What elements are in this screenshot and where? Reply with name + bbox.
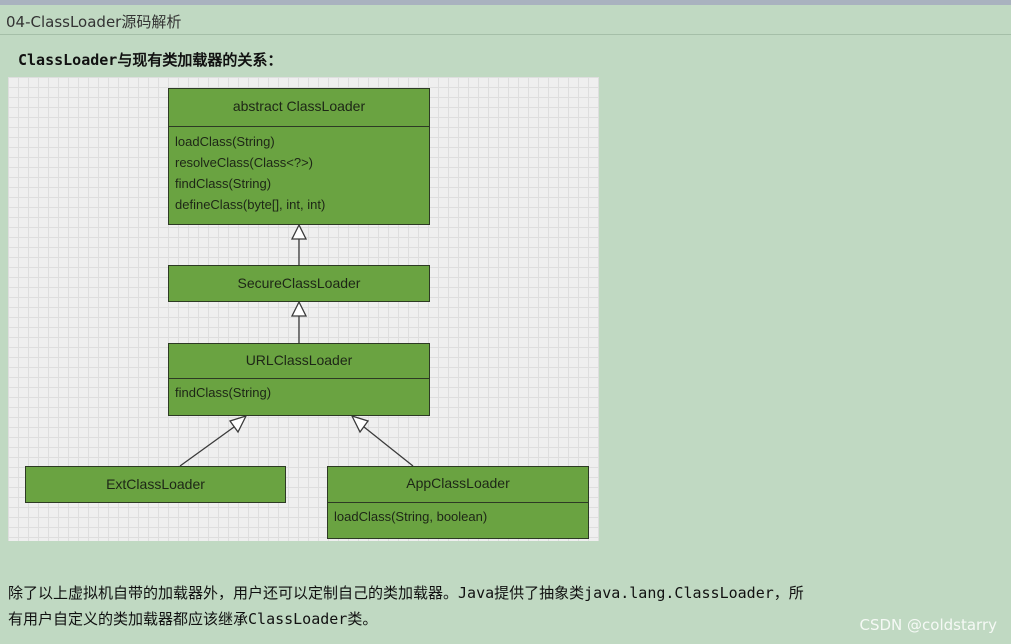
window-top-border xyxy=(0,0,1011,5)
class-name: AppClassLoader xyxy=(406,475,510,491)
method-item: loadClass(String, boolean) xyxy=(334,509,488,524)
inheritance-arrows xyxy=(179,223,414,467)
page-title: 04-ClassLoader源码解析 xyxy=(6,13,182,31)
class-box-secure-classloader: SecureClassLoader xyxy=(168,265,430,302)
class-name: abstract ClassLoader xyxy=(232,98,366,114)
method-item: findClass(String) xyxy=(175,385,272,400)
class-box-abstract-classloader: abstract ClassLoader loadClass(String) r… xyxy=(168,88,430,225)
class-box-app-classloader: AppClassLoader loadClass(String, boolean… xyxy=(327,466,589,539)
method-item: resolveClass(Class<?>) xyxy=(175,155,313,170)
description-line: 除了以上虚拟机自带的加载器外，用户还可以定制自己的类加载器。Java提供了抽象类… xyxy=(8,584,804,602)
method-item: defineClass(byte[], int, int) xyxy=(175,197,326,212)
class-hierarchy-diagram: abstract ClassLoader loadClass(String) r… xyxy=(8,77,599,541)
class-box-url-classloader: URLClassLoader findClass(String) xyxy=(168,343,430,416)
arrow-app-to-url-head xyxy=(350,414,370,434)
arrow-ext-to-url-line xyxy=(179,426,235,467)
title-bar: 04-ClassLoader源码解析 xyxy=(0,5,1011,35)
arrow-ext-to-url-head xyxy=(228,414,248,434)
class-name: URLClassLoader xyxy=(245,352,353,368)
method-list: loadClass(String) resolveClass(Class<?>)… xyxy=(169,126,429,215)
class-box-ext-classloader: ExtClassLoader xyxy=(25,466,286,503)
watermark: CSDN @coldstarry xyxy=(859,616,997,634)
section-heading: ClassLoader与现有类加载器的关系： xyxy=(18,51,283,69)
description-paragraph: 除了以上虚拟机自带的加载器外，用户还可以定制自己的类加载器。Java提供了抽象类… xyxy=(8,580,1006,632)
arrow-secure-to-abstract-head xyxy=(290,223,308,240)
description-line: 有用户自定义的类加载器都应该继承ClassLoader类。 xyxy=(8,610,378,628)
arrow-app-to-url-line xyxy=(363,426,414,467)
method-list: loadClass(String, boolean) xyxy=(328,502,588,527)
method-item: findClass(String) xyxy=(175,176,272,191)
method-list: findClass(String) xyxy=(169,378,429,403)
arrow-url-to-secure-head xyxy=(290,300,308,317)
method-item: loadClass(String) xyxy=(175,134,275,149)
class-name: ExtClassLoader xyxy=(106,476,205,492)
class-name: SecureClassLoader xyxy=(237,275,361,291)
